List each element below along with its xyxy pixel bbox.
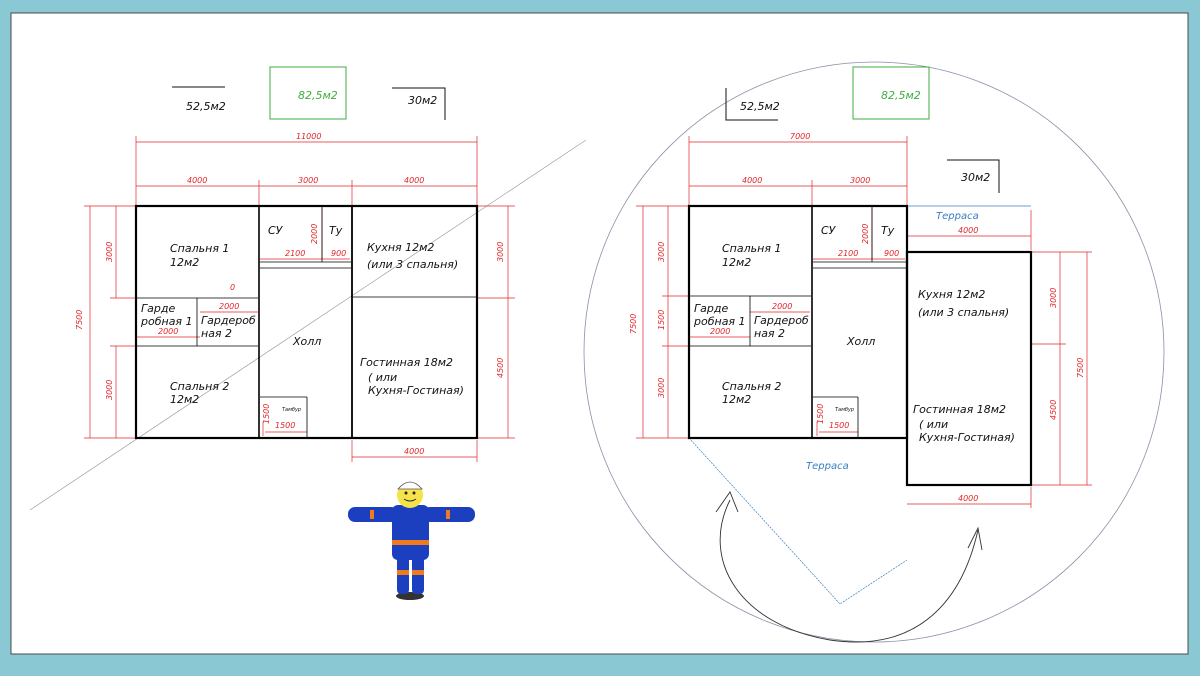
area-label-a2: 52,5м2 [740,100,780,113]
room-wardrobe-1: Гарде [141,302,175,315]
room-bedroom-2: Спальня 2 [170,380,229,393]
guide-line [29,139,587,511]
dim2-bottom: 4000 [958,494,978,503]
dim2-total: 7000 [790,132,810,141]
room-bedroom-1: Спальня 1 [170,242,229,255]
room-wardrobe-1b: робная 1 [140,315,193,328]
room-living: Гостинная 18м2 [360,356,453,369]
area-box-c2 [947,159,1000,193]
room2-kitchen: Кухня 12м2 [918,288,985,301]
dim-left-total: 7500 [75,310,84,330]
dim-w2: 3000 [298,176,318,185]
dim2-gard-w2: 2000 [772,302,792,311]
room2-tambur: Тамбур [835,407,854,413]
room2-wardrobe-1: Гарде [694,302,728,315]
rotate-arc [719,499,979,643]
dim-gard-w1: 2000 [158,327,178,336]
dim-tambur-w: 1500 [275,421,295,430]
dim-tambur-h: 1500 [262,404,271,424]
dim2-right-top: 3000 [1049,288,1058,308]
area-label-b: 82,5м2 [298,89,338,102]
room2-living-alt2: Кухня-Гостиная) [919,431,1015,444]
dim2-gard-w1: 2000 [710,327,730,336]
area-label-b2: 82,5м2 [881,89,921,102]
area-box-c [392,87,446,120]
plan2-wing-wall [905,250,1033,487]
room-wardrobe-2b: ная 2 [201,327,232,340]
room2-toilet: Ту [881,224,895,237]
area-box-a2 [725,88,778,121]
dim2-left-total: 7500 [629,314,638,334]
rotation-circle [583,61,1165,643]
dim2-tu-w: 900 [884,249,899,258]
room2-living-alt: ( или [919,418,948,431]
dim-bottom: 4000 [404,447,424,456]
dim2-w1: 4000 [742,176,762,185]
terrace-outline [688,437,908,605]
dim2-left-top: 3000 [657,242,666,262]
plan-1: 52,5м2 82,5м2 30м2 [29,66,587,511]
room2-bedroom-1-area: 12м2 [722,256,751,269]
room2-wardrobe-1b: робная 1 [693,315,746,328]
worker-mascot-icon [348,481,475,600]
area-box-b [269,66,347,120]
room2-bedroom-2-area: 12м2 [722,393,751,406]
room-bedroom-2-area: 12м2 [170,393,199,406]
dim2-tambur-h: 1500 [816,404,825,424]
terrace-bottom-label: Терраса [806,461,849,472]
dim-gard-w2: 2000 [219,302,239,311]
plan-2: 52,5м2 82,5м2 30м2 [583,61,1165,643]
room-tambur: Тамбур [282,407,301,413]
room2-bedroom-2: Спальня 2 [722,380,781,393]
area-label-c2: 30м2 [961,171,990,184]
dim-gard-zero: 0 [230,283,235,292]
dim2-right-bot: 4500 [1049,400,1058,420]
room-hall: Холл [292,335,321,348]
dim2-su-w: 2100 [838,249,858,258]
dim-left-bot: 3000 [105,380,114,400]
sheet-border [10,12,1189,655]
plan1-outer-wall [134,204,479,440]
dim-tu-w: 900 [331,249,346,258]
room2-living: Гостинная 18м2 [913,403,1006,416]
dim2-right-total: 7500 [1076,358,1085,378]
room-bedroom-1-area: 12м2 [170,256,199,269]
room-kitchen: Кухня 12м2 [367,241,434,254]
area-label-c: 30м2 [408,94,437,107]
dim-left-top: 3000 [105,242,114,262]
dim2-terrace-w: 4000 [958,226,978,235]
room-wardrobe-2: Гардероб [201,314,256,327]
room-bathroom: СУ [268,224,284,237]
dim-su-w: 2100 [285,249,305,258]
room-kitchen-alt: (или 3 спальня) [367,258,458,271]
room-toilet: Ту [329,224,343,237]
terrace-top-label: Терраса [936,211,979,222]
dim2-left-mid: 1500 [657,310,666,330]
dim-su-h: 2000 [310,224,319,244]
room2-kitchen-alt: (или 3 спальня) [918,306,1009,319]
room2-wardrobe-2: Гардероб [754,314,809,327]
dim-right-top: 3000 [496,242,505,262]
dim-w3: 4000 [404,176,424,185]
room2-hall: Холл [846,335,875,348]
dim2-tambur-w: 1500 [829,421,849,430]
area-box-b2 [852,66,930,120]
dim-total: 11000 [296,132,321,141]
dim2-w2: 3000 [850,176,870,185]
room-living-alt2: Кухня-Гостиная) [368,384,464,397]
area-label-a: 52,5м2 [186,100,226,113]
room2-bathroom: СУ [821,224,837,237]
room-living-alt: ( или [368,371,397,384]
curved-arrow-up-icon [715,491,739,513]
curved-arrow-up-icon [967,526,983,551]
dim2-left-bot: 3000 [657,378,666,398]
dim2-su-h: 2000 [861,224,870,244]
dim-right-bot: 4500 [496,358,505,378]
room2-wardrobe-2b: ная 2 [754,327,785,340]
dim-w1: 4000 [187,176,207,185]
room2-bedroom-1: Спальня 1 [722,242,781,255]
